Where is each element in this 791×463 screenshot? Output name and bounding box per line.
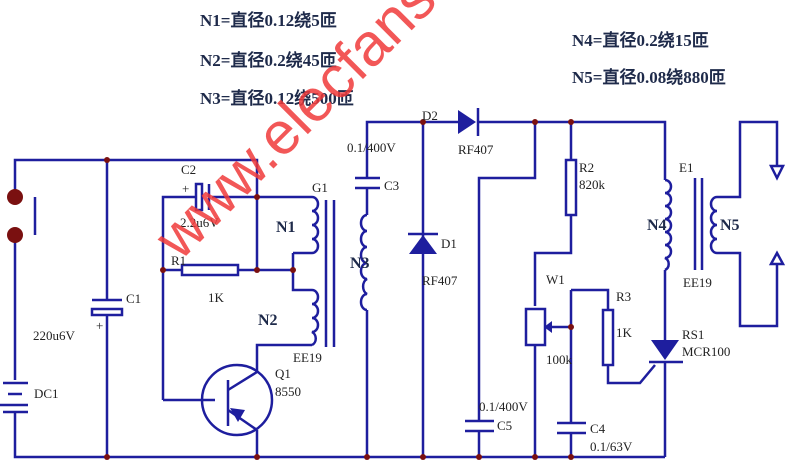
label-d2-value: RF407: [458, 142, 494, 157]
capacitor-c1-icon: +: [90, 298, 124, 333]
label-d1-value: RF407: [422, 273, 458, 288]
transistor-q1-icon: [200, 363, 274, 437]
label-r3-value: 1K: [616, 325, 633, 340]
junctions: [104, 119, 574, 460]
note-n1: N1=直径0.12绕5匝: [200, 10, 337, 30]
label-r2: R2: [579, 160, 594, 175]
label-c3-value: 0.1/400V: [347, 140, 396, 155]
label-g1-core: EE19: [293, 350, 322, 365]
label-c5-value: 0.1/400V: [479, 399, 528, 414]
label-c2: C2: [181, 162, 196, 177]
output-terminal-top-icon: [768, 164, 786, 181]
label-n4: N4: [647, 217, 667, 234]
label-n3: N3: [350, 255, 370, 272]
label-e1: E1: [679, 160, 693, 175]
switch-icon: [7, 189, 37, 243]
label-dc1: DC1: [34, 386, 59, 401]
capacitor-c2-icon: +: [182, 181, 211, 212]
note-n5: N5=直径0.08绕880匝: [572, 67, 726, 87]
label-c1: C1: [126, 291, 141, 306]
wires: [13, 120, 779, 459]
label-n1: N1: [276, 219, 296, 236]
svg-text:+: +: [96, 318, 103, 333]
capacitor-c3-icon: [355, 176, 380, 190]
output-terminal-bottom-icon: [768, 250, 786, 266]
potentiometer-w1-icon: [524, 307, 552, 347]
resistor-r1-icon: [180, 263, 240, 277]
label-q1-value: 8550: [275, 384, 301, 399]
transformer-g1-icon: [311, 195, 368, 347]
label-rs1-value: MCR100: [682, 344, 730, 359]
label-c5: C5: [497, 418, 512, 433]
label-r3: R3: [616, 289, 631, 304]
diode-d1-icon: [408, 232, 438, 254]
resistor-r3-icon: [601, 308, 615, 367]
label-e1-core: EE19: [683, 275, 712, 290]
label-q1: Q1: [275, 366, 291, 381]
label-c1-value: 220u6V: [33, 328, 76, 343]
diode-d2-icon: [458, 108, 480, 136]
label-c2-value: 2.2u6V: [180, 215, 219, 230]
label-g1: G1: [312, 180, 328, 195]
label-c4: C4: [590, 421, 606, 436]
note-n2: N2=直径0.2绕45匝: [200, 50, 337, 70]
note-n4: N4=直径0.2绕15匝: [572, 30, 709, 50]
thyristor-rs1-icon: [649, 340, 683, 364]
label-w1: W1: [546, 272, 565, 287]
label-w1-value: 100k: [546, 352, 573, 367]
label-rs1: RS1: [682, 327, 704, 342]
label-r2-value: 820k: [579, 177, 606, 192]
capacitor-c5-icon: [465, 419, 494, 433]
label-r1: R1: [171, 253, 186, 268]
watermark: www.elecfans.com: [141, 0, 540, 272]
label-n5: N5: [720, 217, 740, 234]
label-d1: D1: [441, 236, 457, 251]
svg-text:+: +: [182, 181, 189, 196]
label-r1-value: 1K: [208, 290, 225, 305]
capacitor-c4-icon: [557, 421, 586, 435]
battery-icon: [0, 381, 28, 414]
label-c3: C3: [384, 178, 399, 193]
label-n2: N2: [258, 312, 278, 329]
label-d2: D2: [422, 108, 438, 123]
label-c4-value: 0.1/63V: [590, 439, 633, 454]
resistor-r2-icon: [564, 158, 578, 217]
transformer-e1-icon: [664, 178, 718, 272]
note-n3: N3=直径0.12绕500匝: [200, 88, 354, 108]
